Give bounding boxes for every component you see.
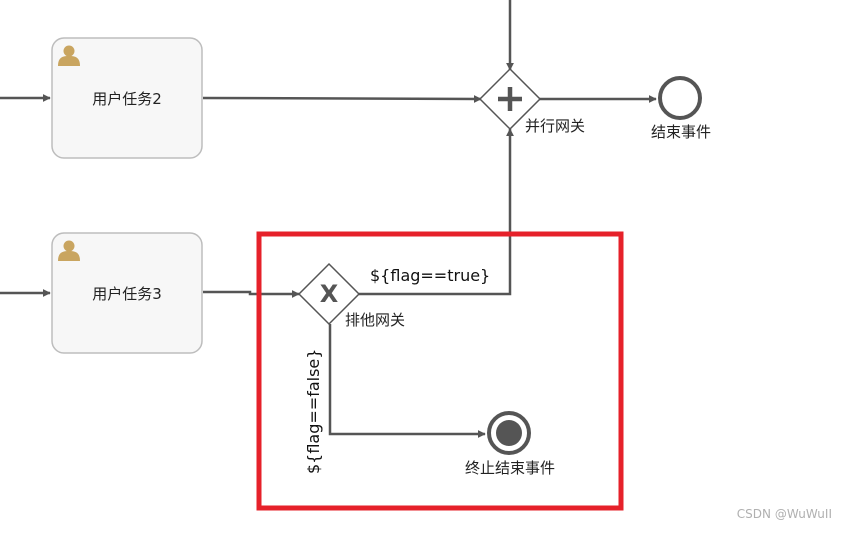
true-condition-label: ${flag==true}	[370, 266, 490, 285]
exclusive-gateway-label: 排他网关	[345, 311, 405, 329]
plus-icon	[498, 87, 522, 111]
end-event-label: 结束事件	[651, 123, 711, 141]
parallel-gateway-label: 并行网关	[525, 117, 585, 135]
watermark: CSDN @WuWuII	[737, 507, 832, 521]
terminate-end-event[interactable]	[487, 411, 531, 455]
task-label: 用户任务3	[92, 285, 162, 303]
user-task-3[interactable]: 用户任务3	[51, 232, 203, 354]
task-label: 用户任务2	[92, 90, 162, 108]
false-condition-label: ${flag==false}	[304, 349, 323, 474]
x-marker-icon: X	[320, 280, 339, 308]
parallel-gateway[interactable]	[478, 67, 542, 131]
highlight-box	[256, 231, 624, 511]
flow-task3-to-exclusive[interactable]	[203, 290, 300, 298]
flow-false-branch[interactable]	[328, 324, 486, 438]
terminate-end-event-label: 终止结束事件	[465, 459, 555, 477]
flow-true-branch[interactable]	[359, 128, 514, 296]
exclusive-gateway[interactable]: X	[297, 262, 361, 326]
sequence-flows	[0, 0, 657, 438]
user-task-2[interactable]: 用户任务2	[51, 37, 203, 159]
end-event[interactable]	[658, 76, 702, 120]
flow-task2-to-parallel[interactable]	[202, 94, 482, 103]
